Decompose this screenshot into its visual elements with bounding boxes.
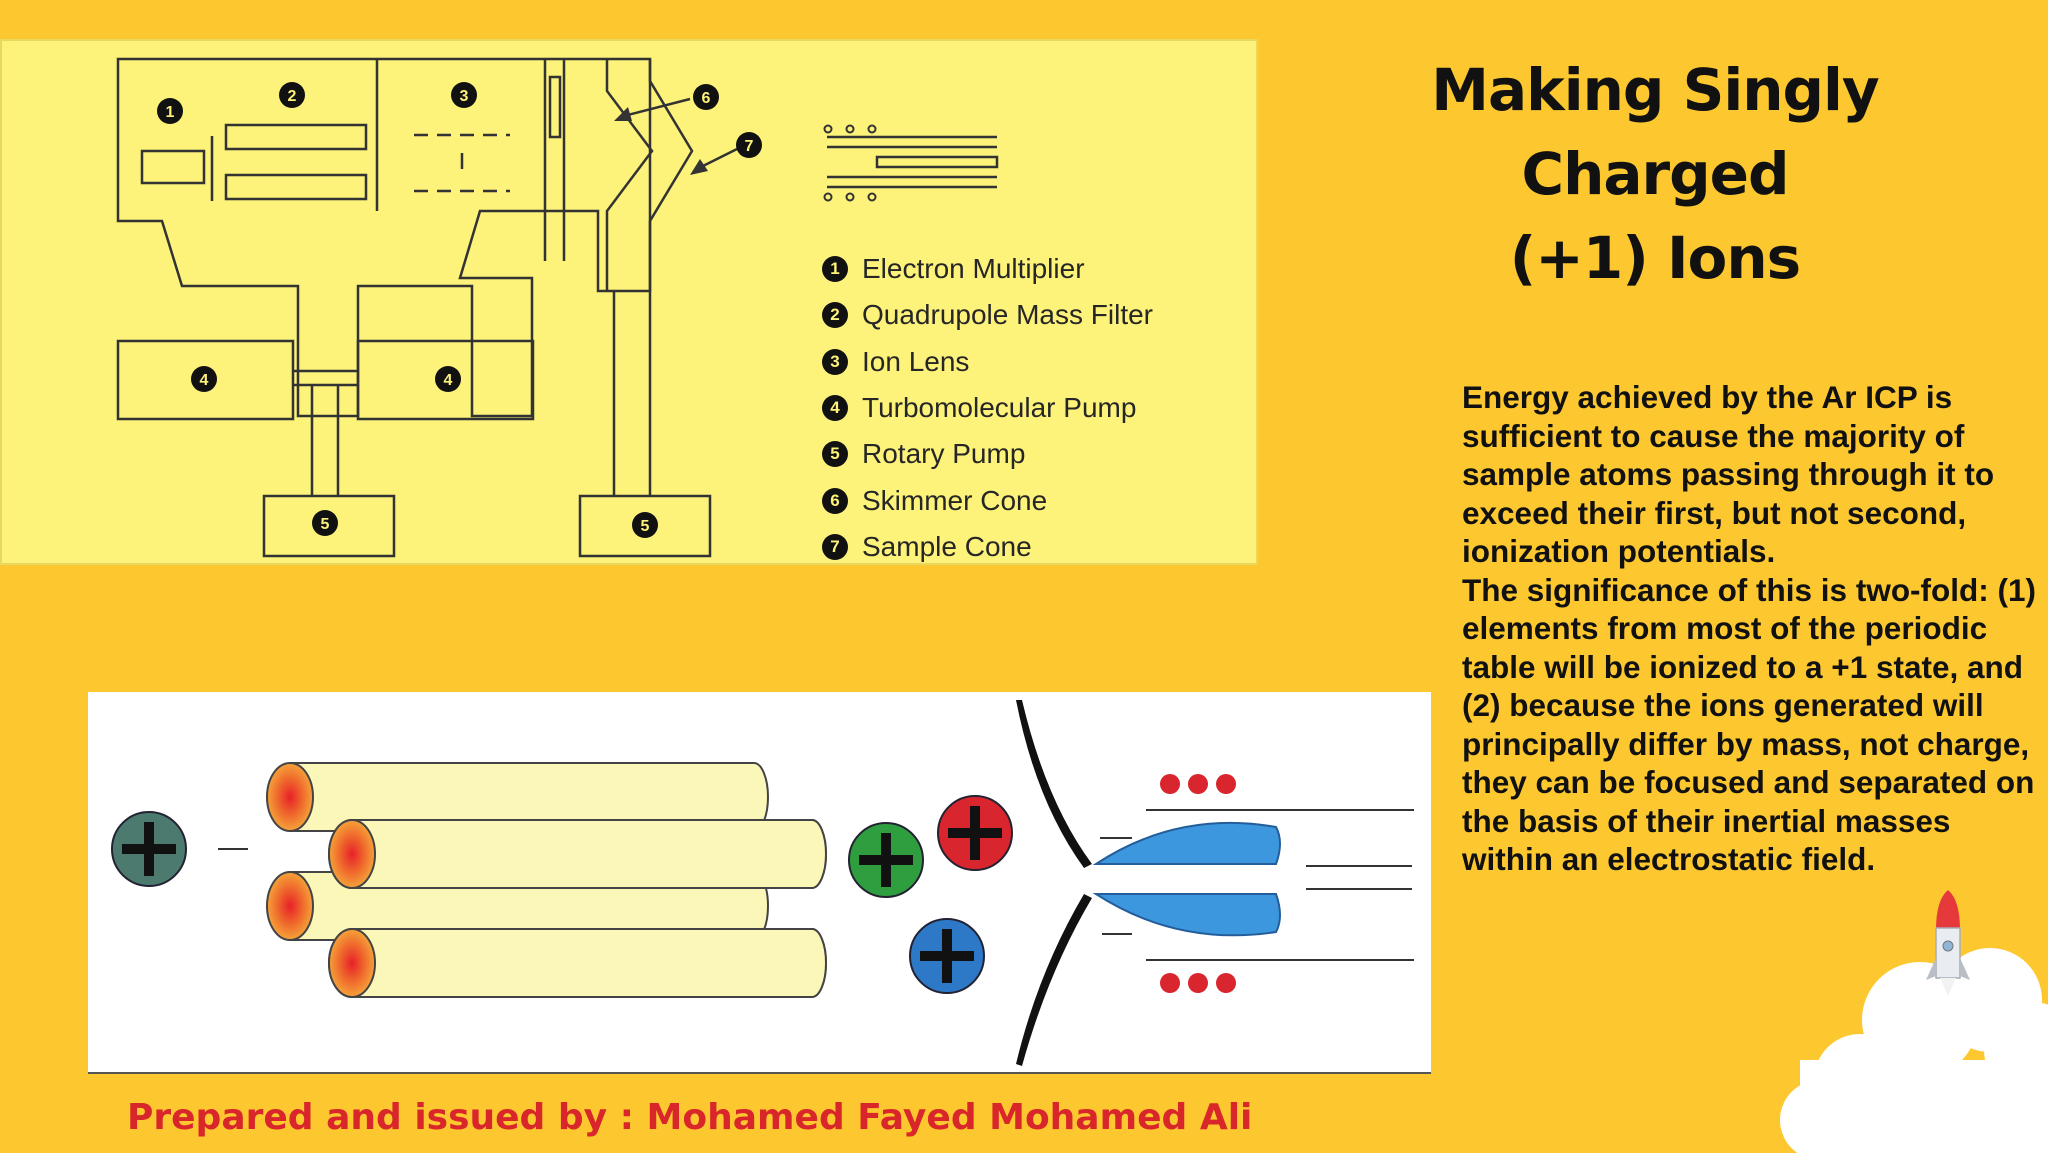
rod-4-front [352,928,827,998]
legend-number: 2 [822,302,848,329]
svg-text:2: 2 [288,88,297,105]
legend-label: Rotary Pump [862,438,1026,470]
housing-outline [116,57,652,418]
legend-item: 1 Electron Multiplier [822,246,1153,292]
legend-label: Ion Lens [862,345,970,377]
badge-1: 1 [157,98,183,124]
cloud-icon [1780,948,2048,1153]
page-title: Making Singly Charged (+1) Ions [1290,48,2020,300]
legend-label: Skimmer Cone [862,484,1048,516]
badge-4a: 4 [191,366,217,392]
legend-number: 5 [822,441,848,468]
svg-text:5: 5 [641,518,650,535]
badge-5a: 5 [312,510,338,536]
legend-item: 2 Quadrupole Mass Filter [822,292,1153,338]
plasma-torch-icon [827,135,999,189]
svg-text:4: 4 [444,372,453,389]
ion-focusing-diagram [111,700,1414,1066]
rod-2-front [352,819,827,889]
legend-number: 6 [822,487,848,514]
turbo-pump-left [116,339,295,421]
legend-label: Quadrupole Mass Filter [862,299,1154,331]
badge-3: 3 [451,82,477,108]
dots-lower [1160,973,1236,993]
title-line-2: (+1) Ions [1509,224,1801,292]
cone-lower [1016,894,1092,1066]
component-legend: 1 Electron Multiplier 2 Quadrupole Mass Fi… [822,246,1153,570]
description-paragraph-1: Energy achieved by the Ar ICP is suffici… [1462,379,1995,569]
description-paragraph-2: The significance of this is two-fold: (1… [1462,571,2037,878]
legend-item: 6 Skimmer Cone [822,477,1153,523]
badge-6: 6 [693,84,719,110]
arrowhead-7 [690,159,708,175]
legend-item: 7 Sample Cone [822,524,1153,570]
electron-multiplier-box [140,149,206,185]
beam-lines [218,809,1414,961]
legend-number: 7 [822,533,848,560]
ion-red-icon [937,795,1013,871]
badge-4b: 4 [435,366,461,392]
rocket-icon [1926,890,1970,996]
description-text: Energy achieved by the Ar ICP is suffici… [1462,378,2042,879]
rod-end-1 [266,762,314,832]
badge-5b: 5 [632,512,658,538]
rod-end-4-front [328,928,376,998]
quadrupole-rod-top [224,123,368,151]
turbo-pump-right [356,339,535,421]
torch-dots [823,124,877,202]
arrowhead-6 [614,107,632,121]
cone-upper [1016,700,1092,868]
ion-focusing-panel [88,692,1431,1074]
svg-text:1: 1 [166,104,175,121]
svg-text:7: 7 [745,138,754,155]
pointer-6 [619,97,691,119]
legend-label: Sample Cone [862,530,1032,562]
legend-item: 5 Rotary Pump [822,431,1153,477]
svg-text:3: 3 [460,88,469,105]
badge-2: 2 [279,82,305,108]
rod-end-3 [266,871,314,941]
quadrupole-rod-bottom [224,173,368,201]
rotary-pump-left [262,494,396,558]
number-badges: 1 2 3 4 4 5 5 6 7 [157,82,762,538]
rod-end-2-front [328,819,376,889]
legend-label: Electron Multiplier [862,253,1085,285]
sample-cone [648,59,694,496]
legend-number: 3 [822,348,848,375]
lens-upper [1092,821,1281,865]
legend-number: 1 [822,256,848,283]
svg-text:6: 6 [702,90,711,107]
ion-green-icon [848,822,924,898]
ms-schematic: 1 2 3 4 4 5 5 6 7 [116,57,999,558]
legend-number: 4 [822,395,848,422]
rotary-pump-right [578,494,712,558]
legend-label: Turbomolecular Pump [862,392,1137,424]
lens-lower [1092,893,1281,937]
gate-slot [548,75,562,139]
legend-item: 3 Ion Lens [822,339,1153,385]
legend-item: 4 Turbomolecular Pump [822,385,1153,431]
skimmer-cone [605,59,654,291]
svg-text:5: 5 [321,516,330,533]
dots-upper [1160,774,1236,794]
ion-teal-icon [111,811,187,887]
ion-blue-icon [909,918,985,994]
rocket-cloud-decoration [1780,890,2048,1153]
title-line-1: Making Singly Charged [1431,56,1879,208]
svg-text:4: 4 [200,372,209,389]
badge-7: 7 [736,132,762,158]
footer-credit: Prepared and issued by : Mohamed Fayed M… [127,1097,1253,1138]
